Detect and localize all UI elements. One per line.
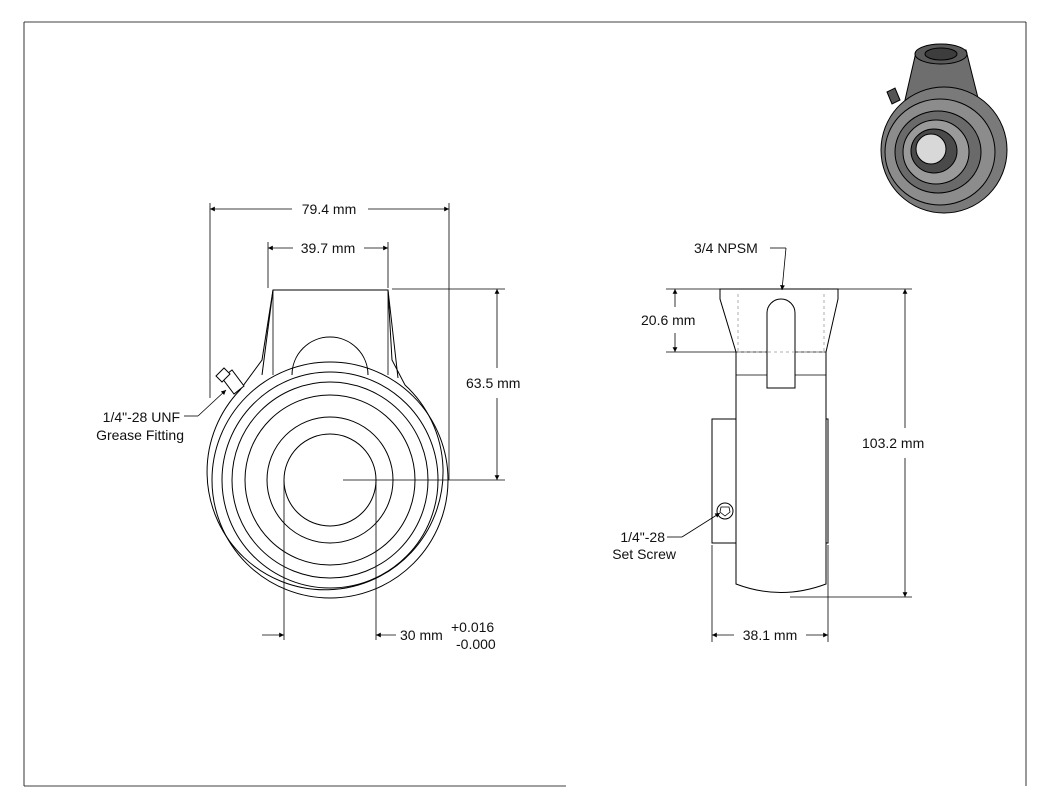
dim-overall-height: 103.2 mm — [862, 435, 924, 451]
grease-fitting-icon — [215, 367, 245, 395]
dim-bore: 30 mm — [400, 627, 443, 643]
set-screw-icon — [716, 502, 734, 520]
label-set-screw-line2: Set Screw — [612, 546, 677, 562]
dim-side-width: 38.1 mm — [743, 627, 797, 643]
side-view — [666, 247, 912, 642]
front-view — [184, 203, 505, 640]
dim-thread-depth: 20.6 mm — [641, 312, 695, 328]
label-grease-fitting-line2: Grease Fitting — [96, 427, 184, 443]
label-grease-fitting-line1: 1/4"-28 UNF — [103, 409, 180, 425]
dim-boss-width: 39.7 mm — [301, 240, 355, 256]
dim-bore-tol-minus: -0.000 — [456, 636, 496, 652]
sheet-border — [23, 21, 1027, 787]
isometric-render — [880, 43, 1008, 214]
dim-bore-tol-plus: +0.016 — [451, 619, 494, 635]
label-set-screw-line1: 1/4"-28 — [620, 529, 665, 545]
dim-center-height: 63.5 mm — [466, 375, 520, 391]
label-thread: 3/4 NPSM — [694, 240, 758, 256]
dim-overall-width: 79.4 mm — [302, 201, 356, 217]
